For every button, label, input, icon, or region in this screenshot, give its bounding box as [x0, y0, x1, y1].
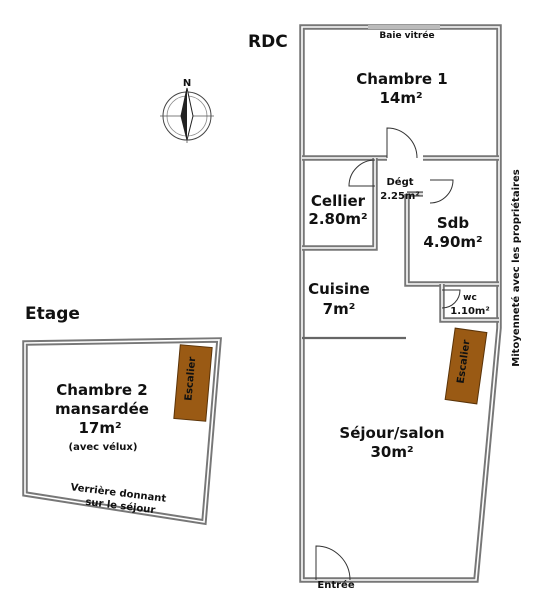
- etage-plan: Etage Escalier Chambre 2 mansardée 17m² …: [22, 304, 222, 526]
- cellier-name: Cellier: [311, 192, 366, 210]
- wc-area: 1.10m²: [450, 306, 489, 317]
- sejour-name: Séjour/salon: [339, 424, 444, 442]
- door-chambre1: [386, 127, 418, 159]
- etage-title: Etage: [25, 304, 80, 324]
- sejour-area: 30m²: [370, 443, 413, 461]
- degt-area: 2.25m²: [380, 191, 419, 202]
- door-entree: [315, 545, 351, 581]
- north-compass-icon: N: [160, 78, 214, 143]
- sdb-name: Sdb: [437, 214, 470, 232]
- mitoyennete-label: Mitoyenneté avec les propriétaires: [510, 169, 522, 366]
- escalier-etage: Escalier: [173, 344, 213, 422]
- escalier-rdc-shape: [444, 327, 488, 405]
- cellier-area: 2.80m²: [308, 210, 367, 228]
- rdc-title: RDC: [248, 32, 288, 52]
- chambre2-note: (avec vélux): [69, 441, 138, 453]
- escalier-etage-shape: [173, 344, 213, 422]
- cuisine-area: 7m²: [323, 300, 356, 318]
- cuisine-name: Cuisine: [308, 280, 370, 298]
- entree-label: Entrée: [317, 579, 354, 591]
- door-sdb: [429, 179, 454, 204]
- degt-name: Dégt: [386, 176, 413, 188]
- chambre1-area: 14m²: [379, 89, 422, 107]
- sdb-area: 4.90m²: [423, 233, 482, 251]
- rdc-plan: Escalier RDC Baie vitrée Chambre 1 14m² …: [248, 24, 522, 591]
- chambre1-name: Chambre 1: [356, 70, 447, 88]
- chambre2-name: Chambre 2: [56, 381, 147, 399]
- door-wc: [441, 289, 461, 309]
- baie-vitree-label: Baie vitrée: [379, 30, 434, 41]
- north-label: N: [183, 78, 191, 89]
- rdc-outer-wall-inner: [301, 26, 500, 581]
- chambre2-area: 17m²: [78, 419, 121, 437]
- escalier-etage-label: Escalier: [183, 356, 198, 401]
- chambre2-name2: mansardée: [55, 400, 149, 418]
- escalier-rdc: Escalier: [444, 327, 488, 405]
- door-cellier: [348, 159, 376, 187]
- wc-name: wc: [463, 293, 477, 303]
